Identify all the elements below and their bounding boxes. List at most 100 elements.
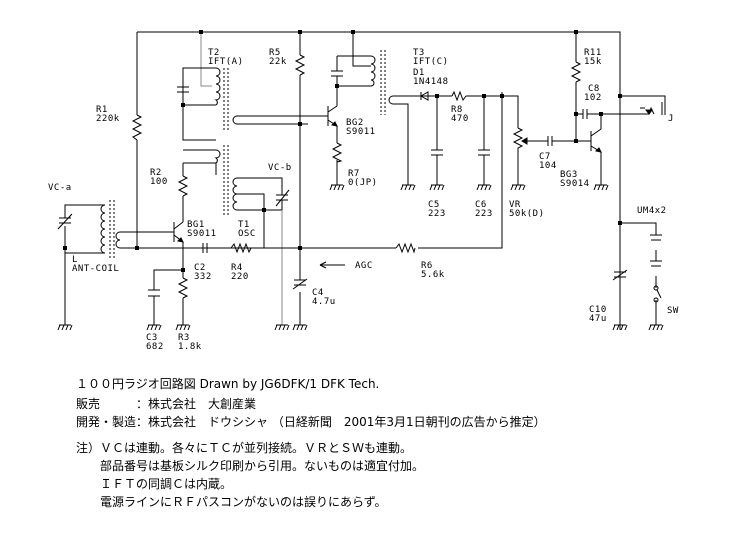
bg2-emitter-arrow bbox=[330, 121, 338, 127]
r2-resistor bbox=[177, 175, 189, 197]
c10-value: 47u bbox=[589, 314, 607, 324]
bg3-value: S9014 bbox=[560, 179, 590, 189]
t1-core bbox=[223, 145, 229, 215]
r2-value: 100 bbox=[150, 177, 168, 187]
r8-ref: R8 bbox=[451, 105, 463, 115]
c3-cap bbox=[148, 289, 160, 297]
r7-resistor bbox=[331, 142, 343, 163]
jack-arrow bbox=[645, 109, 653, 115]
c3-ref: C3 bbox=[146, 333, 158, 343]
r1-ref: R1 bbox=[96, 105, 108, 115]
t2-value: IFT(A) bbox=[208, 57, 244, 67]
jack-ref: J bbox=[668, 114, 674, 124]
bg2-transistor bbox=[300, 105, 338, 185]
c6-value: 223 bbox=[475, 209, 493, 219]
c6-ref: C6 bbox=[475, 200, 487, 210]
ant-value: ANT-COIL bbox=[72, 264, 119, 274]
bg3-emitter-arrow bbox=[594, 147, 602, 153]
r7-ref: R7 bbox=[348, 169, 360, 179]
c10-ref: C10 bbox=[589, 305, 607, 315]
note-line-1: 注）ＶＣは連動。各々にＴＣが並列接続。ＶＲとＳＷも連動。 bbox=[76, 441, 413, 455]
r1-resistor bbox=[131, 114, 143, 141]
t3-secondary bbox=[388, 95, 421, 185]
ant-ref: L bbox=[72, 255, 78, 265]
vr-wiper bbox=[521, 137, 528, 145]
note-line-2: 部品番号は基板シルク印刷から引用。ないものは適宜付加。 bbox=[76, 459, 425, 473]
t3-primary-coil bbox=[370, 55, 376, 87]
t1-coil-primary bbox=[183, 149, 221, 175]
sw-ref: SW bbox=[667, 306, 679, 316]
c8-cap bbox=[576, 109, 640, 119]
t2-primary-coil bbox=[214, 67, 221, 106]
t2-cap bbox=[177, 68, 189, 105]
note-line-3: ＩＦＴの同調Ｃは内蔵。 bbox=[76, 477, 233, 491]
c8-ref: C8 bbox=[588, 84, 600, 94]
r5-resistor bbox=[294, 54, 306, 76]
bg2-value: S9011 bbox=[346, 127, 376, 137]
sw-switch bbox=[653, 285, 662, 303]
c6-cap bbox=[478, 149, 490, 156]
bg1-emitter-arrow bbox=[176, 237, 184, 243]
jack-j bbox=[620, 95, 666, 115]
credit-seller: 販売 ：株式会社 大創産業 bbox=[76, 397, 257, 411]
bg2-ref: BG2 bbox=[346, 118, 364, 128]
r6-resistor bbox=[395, 242, 416, 254]
wire-t2-primary bbox=[200, 32, 212, 87]
c7-value: 104 bbox=[539, 161, 557, 171]
diagram-title: １００円ラジオ回路図 Drawn by JG6DFK/1 DFK Tech. bbox=[76, 377, 380, 391]
r3-ref: R3 bbox=[178, 333, 190, 343]
r6-ref: R6 bbox=[421, 261, 433, 271]
r11-resistor bbox=[570, 61, 582, 83]
t3-value: IFT(C) bbox=[413, 57, 449, 67]
vr-pot bbox=[512, 127, 548, 185]
c5-cap bbox=[431, 149, 443, 156]
d1-diode bbox=[419, 91, 437, 101]
r4-ref: R4 bbox=[231, 263, 243, 273]
wire-top-rail bbox=[137, 31, 621, 330]
t3-cap bbox=[331, 70, 343, 77]
agc-arrow bbox=[319, 261, 345, 269]
t1-ref: T1 bbox=[238, 220, 250, 230]
t1-secondary-coil bbox=[232, 177, 283, 249]
r1-value: 220k bbox=[96, 114, 120, 124]
bg1-ref: BG1 bbox=[187, 220, 205, 230]
vr-value: 50k(D) bbox=[509, 209, 545, 219]
r5-ref: R5 bbox=[269, 48, 281, 58]
c7-ref: C7 bbox=[539, 152, 551, 162]
r4-value: 220 bbox=[231, 272, 249, 282]
bg3-transistor bbox=[576, 114, 602, 185]
c4-ref: C4 bbox=[312, 288, 324, 298]
c2-ref: C2 bbox=[194, 263, 206, 273]
r11-ref: R11 bbox=[584, 48, 602, 58]
r4-resistor bbox=[230, 242, 264, 254]
wire-battery bbox=[620, 222, 657, 325]
c2-value: 332 bbox=[194, 272, 212, 282]
c4-cap bbox=[292, 278, 308, 290]
c5-ref: C5 bbox=[428, 200, 440, 210]
d1-value: 1N4148 bbox=[413, 77, 449, 87]
c7-cap bbox=[547, 136, 576, 146]
d1-ref: D1 bbox=[413, 68, 425, 78]
t3-ref: T3 bbox=[413, 48, 425, 58]
r8-value: 470 bbox=[451, 114, 469, 124]
vca-cap bbox=[57, 213, 73, 230]
vcb-cap bbox=[275, 189, 290, 210]
r5-value: 22k bbox=[269, 57, 287, 67]
t2-core bbox=[223, 68, 229, 130]
wire-bg2 bbox=[300, 32, 371, 125]
ground-symbols bbox=[57, 184, 664, 331]
c8-value: 102 bbox=[584, 93, 602, 103]
c3-value: 682 bbox=[146, 342, 164, 352]
junction-dots bbox=[63, 30, 622, 272]
vca-label: VC-a bbox=[48, 183, 72, 193]
r7-value: 0(JP) bbox=[348, 178, 378, 188]
note-line-4: 電源ラインにＲＦパスコンがないのは誤りにあらず。 bbox=[76, 495, 387, 509]
bg1-value: S9011 bbox=[187, 229, 217, 239]
r2-ref: R2 bbox=[150, 168, 162, 178]
ant-coil bbox=[64, 204, 106, 325]
wire-bg1-emitter bbox=[153, 248, 184, 325]
t1-value: OSC bbox=[238, 229, 256, 239]
bg1-transistor bbox=[120, 221, 184, 270]
bg3-ref: BG3 bbox=[560, 170, 578, 180]
